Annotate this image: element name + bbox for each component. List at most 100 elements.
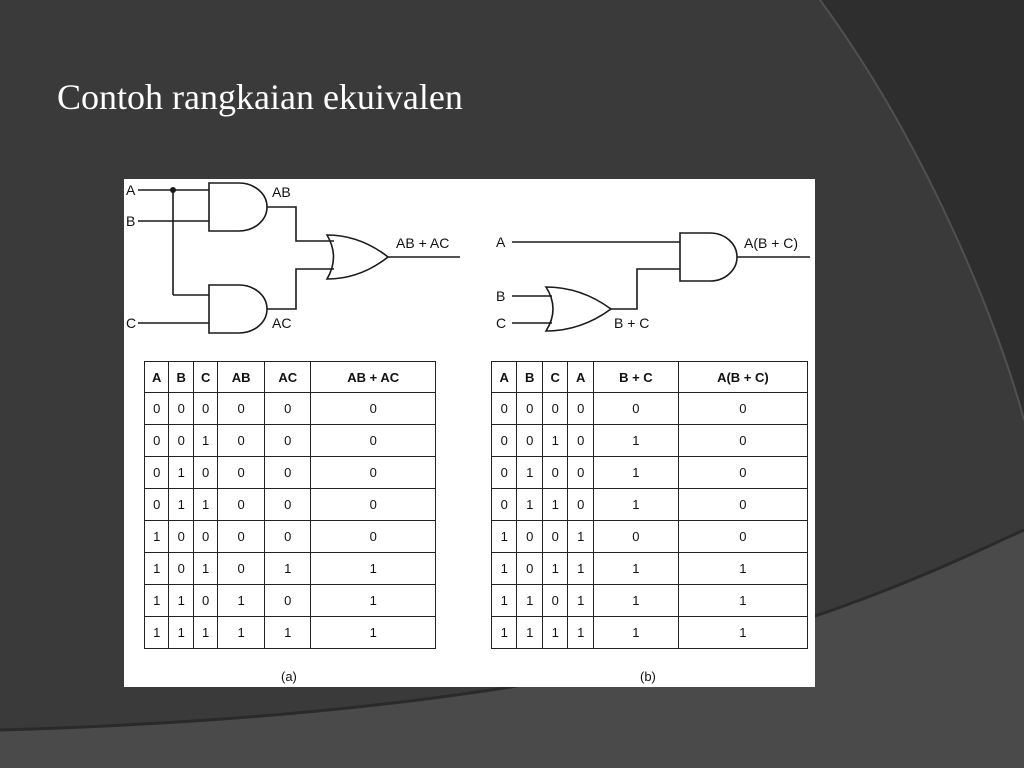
table-cell: 0 bbox=[192, 520, 219, 553]
table-cell: 1 bbox=[541, 552, 569, 585]
header-cell: C bbox=[192, 361, 219, 393]
table-cell: 0 bbox=[516, 552, 543, 585]
table-cell: 1 bbox=[310, 584, 436, 617]
label-b-plus-c: B + C bbox=[614, 315, 649, 331]
table-cell: 0 bbox=[541, 456, 569, 489]
table-cell: 1 bbox=[592, 456, 679, 489]
table-cell: 0 bbox=[516, 520, 543, 553]
table-cell: 1 bbox=[168, 584, 194, 617]
table-cell: 0 bbox=[168, 392, 194, 425]
header-cell: B bbox=[168, 361, 194, 393]
table-cell: 0 bbox=[516, 392, 543, 425]
table-cell: 0 bbox=[143, 456, 170, 489]
table-cell: 0 bbox=[567, 456, 594, 489]
table-cell: 1 bbox=[592, 584, 679, 617]
table-cell: 0 bbox=[592, 520, 679, 553]
table-cell: 1 bbox=[263, 616, 312, 649]
table-cell: 1 bbox=[143, 616, 170, 649]
label-ac: AC bbox=[272, 315, 291, 331]
table-cell: 1 bbox=[143, 520, 170, 553]
table-cell: 0 bbox=[310, 456, 436, 489]
table-cell: 1 bbox=[592, 552, 679, 585]
table-cell: 1 bbox=[677, 552, 809, 585]
table-cell: 0 bbox=[677, 424, 809, 457]
header-cell: C bbox=[541, 361, 569, 393]
slide-title: Contoh rangkaian ekuivalen bbox=[57, 77, 463, 117]
and-gate-bottom bbox=[208, 284, 268, 334]
header-cell: A(B + C) bbox=[677, 361, 809, 393]
label-a-b-plus-c: A(B + C) bbox=[744, 235, 798, 251]
table-cell: 0 bbox=[168, 424, 194, 457]
table-cell: 0 bbox=[168, 552, 194, 585]
table-cell: 1 bbox=[516, 584, 543, 617]
label-input-b-b: B bbox=[496, 288, 505, 304]
table-cell: 0 bbox=[217, 424, 265, 457]
table-cell: 1 bbox=[310, 552, 436, 585]
table-cell: 1 bbox=[168, 616, 194, 649]
table-cell: 0 bbox=[490, 424, 518, 457]
table-cell: 0 bbox=[263, 392, 312, 425]
table-cell: 0 bbox=[310, 392, 436, 425]
label-ab-plus-ac: AB + AC bbox=[396, 235, 449, 251]
table-cell: 0 bbox=[541, 392, 569, 425]
table-cell: 1 bbox=[567, 616, 594, 649]
table-cell: 1 bbox=[168, 456, 194, 489]
table-cell: 0 bbox=[677, 392, 809, 425]
table-cell: 0 bbox=[490, 392, 518, 425]
table-cell: 1 bbox=[592, 488, 679, 521]
label-input-b: B bbox=[126, 213, 135, 229]
table-cell: 0 bbox=[567, 488, 594, 521]
table-cell: 0 bbox=[217, 552, 265, 585]
label-input-c-b: C bbox=[496, 315, 506, 331]
table-cell: 1 bbox=[567, 552, 594, 585]
table-cell: 0 bbox=[217, 392, 265, 425]
wire-ab bbox=[267, 206, 334, 242]
table-cell: 1 bbox=[567, 584, 594, 617]
table-cell: 1 bbox=[567, 520, 594, 553]
table-cell: 0 bbox=[490, 488, 518, 521]
table-cell: 0 bbox=[541, 584, 569, 617]
header-cell: AB + AC bbox=[310, 361, 436, 393]
header-cell: B + C bbox=[592, 361, 679, 393]
table-cell: 0 bbox=[217, 488, 265, 521]
junction-dot bbox=[170, 187, 176, 193]
table-cell: 1 bbox=[310, 616, 436, 649]
table-cell: 0 bbox=[143, 424, 170, 457]
table-cell: 0 bbox=[168, 520, 194, 553]
table-cell: 1 bbox=[192, 616, 219, 649]
wire-ac bbox=[267, 268, 334, 310]
wire-b-plus-c bbox=[611, 268, 680, 310]
table-cell: 0 bbox=[490, 456, 518, 489]
table-cell: 0 bbox=[567, 424, 594, 457]
table-cell: 0 bbox=[143, 488, 170, 521]
table-cell: 0 bbox=[567, 392, 594, 425]
table-cell: 0 bbox=[217, 456, 265, 489]
or-gate-a bbox=[325, 234, 390, 280]
table-cell: 1 bbox=[516, 456, 543, 489]
label-input-a: A bbox=[126, 182, 136, 198]
table-cell: 1 bbox=[541, 424, 569, 457]
and-gate-b bbox=[679, 232, 738, 282]
table-cell: 0 bbox=[677, 520, 809, 553]
table-cell: 1 bbox=[677, 616, 809, 649]
label-input-a-b: A bbox=[496, 234, 506, 250]
circuit-figure: A B C AB AC AB + AC A B C B + C A(B + C)… bbox=[124, 179, 815, 687]
table-cell: 1 bbox=[592, 424, 679, 457]
table-cell: 0 bbox=[217, 520, 265, 553]
table-cell: 0 bbox=[310, 488, 436, 521]
table-header-row: A B C AB AC AB + AC bbox=[143, 361, 436, 393]
table-cell: 1 bbox=[541, 488, 569, 521]
table-cell: 1 bbox=[263, 552, 312, 585]
table-cell: 0 bbox=[677, 488, 809, 521]
caption-b: (b) bbox=[640, 669, 656, 684]
table-cell: 0 bbox=[592, 392, 679, 425]
